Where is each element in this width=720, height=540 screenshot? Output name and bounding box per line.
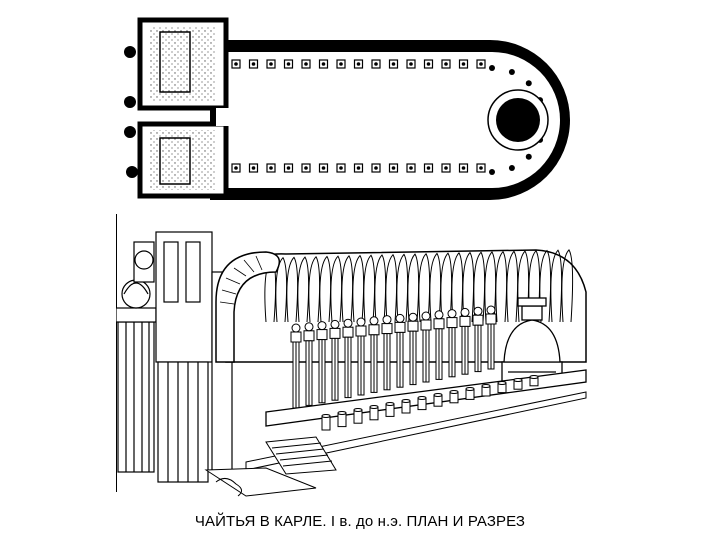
colonnade-column (368, 316, 380, 393)
horseshoe-arch (215, 251, 281, 363)
plan-apse-column (489, 169, 495, 175)
cutaway-column-stubs (321, 375, 539, 431)
vault-rib (561, 249, 574, 323)
plan-inner-hall (224, 52, 560, 188)
colonnade-column (316, 321, 328, 404)
colonnade-column (394, 313, 406, 388)
colonnade-column (407, 312, 419, 386)
colonnade-column (446, 309, 458, 378)
plan-apse-column (489, 65, 495, 71)
colonnade-column (342, 318, 354, 399)
colonnade (290, 305, 497, 409)
floor-plan-drawing (124, 17, 570, 200)
colonnade-column (420, 311, 432, 383)
colonnade-column (472, 306, 484, 373)
section-steps (265, 436, 337, 475)
plan-apse-column (525, 153, 532, 160)
figure-caption: ЧАЙТЬЯ В КАРЛЕ. I в. до н.э. ПЛАН И РАЗР… (194, 513, 526, 530)
colonnade-column (433, 310, 445, 380)
section-cutaway-drawing (116, 212, 606, 502)
colonnade-column (459, 307, 471, 375)
column-stub (337, 412, 347, 428)
plan-stupa (496, 98, 540, 142)
colonnade-column (290, 323, 302, 409)
colonnade-column (329, 319, 341, 401)
plan-apse-column (508, 165, 515, 172)
column-stub (321, 415, 331, 431)
plan-apse-column (508, 68, 515, 75)
colonnade-column (355, 317, 367, 396)
plan-column-rows (231, 59, 547, 175)
colonnade-column (303, 322, 315, 406)
vault-ribs (264, 249, 574, 323)
colonnade-column (381, 315, 393, 391)
colonnade-column (485, 305, 497, 370)
plan-apse-column (525, 80, 532, 87)
